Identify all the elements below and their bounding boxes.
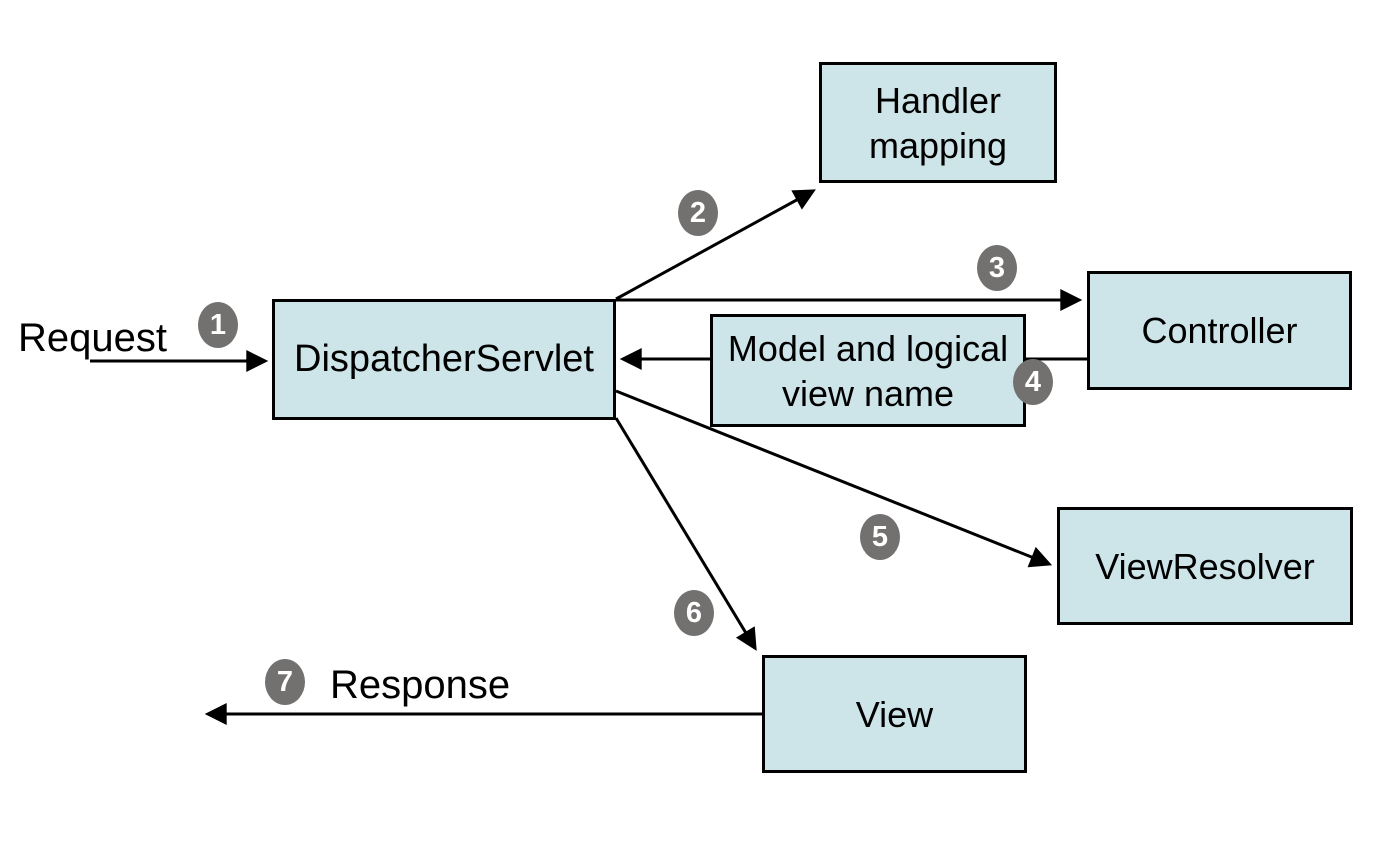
response-label: Response xyxy=(330,663,511,707)
step-badge-7: 7 xyxy=(265,659,305,705)
step-badge-2: 2 xyxy=(678,190,718,236)
step-badge-5: 5 xyxy=(860,514,900,560)
view-resolver-box: ViewResolver xyxy=(1057,507,1353,625)
step-badge-3: 3 xyxy=(977,245,1017,291)
handler-mapping-box: Handler mapping xyxy=(819,62,1057,183)
request-label: Request xyxy=(18,316,167,360)
model-and-logical-view-name-box: Model and logical view name xyxy=(710,314,1026,427)
controller-box: Controller xyxy=(1087,271,1352,390)
step-badge-1: 1 xyxy=(198,302,238,348)
arrow-step-6-dispatcher-to-view xyxy=(614,417,757,651)
arrow-step-5-dispatcher-to-view-resolver xyxy=(615,389,1053,568)
step-badge-4: 4 xyxy=(1013,359,1053,405)
step-badge-6: 6 xyxy=(674,590,714,636)
arrow-step-2-dispatcher-to-handler-mapping xyxy=(615,189,816,301)
view-box: View xyxy=(762,655,1027,773)
dispatcher-servlet-box: DispatcherServlet xyxy=(272,299,616,420)
